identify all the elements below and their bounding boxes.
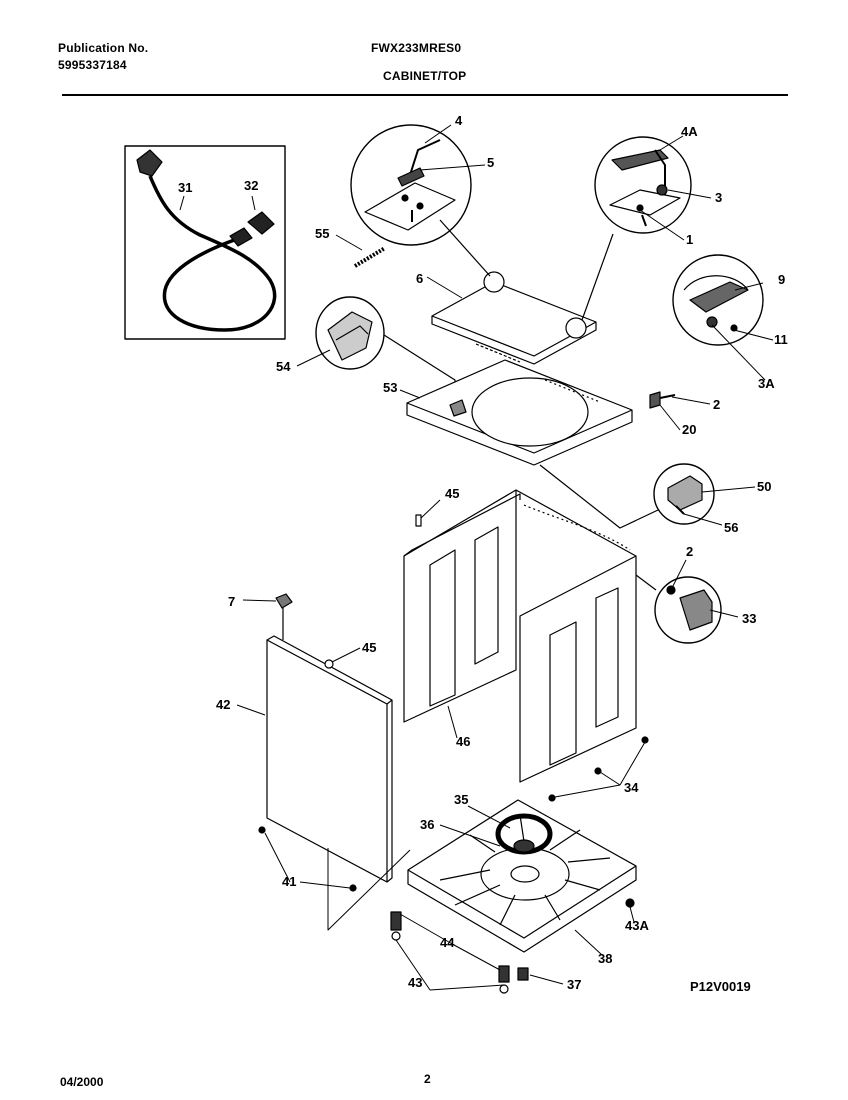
callout-2-side: 2 (686, 544, 693, 559)
top-screw-clip (649, 391, 676, 409)
callout-4: 4 (455, 113, 463, 128)
callout-leaders (179, 124, 774, 991)
front-panel (266, 635, 393, 883)
callout-3: 3 (715, 190, 722, 205)
callout-5: 5 (487, 155, 494, 170)
callout-34: 34 (624, 780, 639, 795)
footer-date: 04/2000 (60, 1075, 104, 1089)
callout-35: 35 (454, 792, 468, 807)
model-number: FWX233MRES0 (371, 41, 462, 55)
detail-circle-bracket (635, 574, 722, 644)
detail-circle-hinge (350, 124, 472, 246)
callout-44: 44 (440, 935, 455, 950)
callout-6: 6 (416, 271, 423, 286)
right-side-panel (519, 555, 637, 783)
callout-20: 20 (682, 422, 696, 437)
cabinet-base (407, 799, 637, 953)
rear-screw (415, 514, 422, 527)
callout-1: 1 (686, 232, 693, 247)
leader-top-switch (539, 464, 659, 529)
tub-seal-ring (495, 813, 553, 855)
callout-38: 38 (598, 951, 612, 966)
callout-labels: 4 5 4A 3 1 31 32 55 6 9 11 3A 54 53 2 20… (178, 113, 788, 994)
footer-page-number: 2 (424, 1072, 431, 1086)
callout-37: 37 (567, 977, 581, 992)
callout-41: 41 (282, 874, 296, 889)
callout-50: 50 (757, 479, 771, 494)
cabinet-screws (548, 736, 649, 802)
lid-spring (353, 246, 387, 268)
callout-2-top: 2 (713, 397, 720, 412)
publication-label: Publication No. (58, 41, 149, 55)
publication-number: 5995337184 (58, 58, 127, 72)
callout-42: 42 (216, 697, 230, 712)
callout-56: 56 (724, 520, 738, 535)
callout-46: 46 (456, 734, 470, 749)
rear-cabinet-panel (403, 489, 637, 723)
callout-4a: 4A (681, 124, 698, 139)
leveling-feet (258, 826, 635, 994)
callout-33: 33 (742, 611, 756, 626)
callout-54: 54 (276, 359, 291, 374)
callout-3a: 3A (758, 376, 775, 391)
callout-43: 43 (408, 975, 422, 990)
callout-31: 31 (178, 180, 192, 195)
callout-7: 7 (228, 594, 235, 609)
detail-circle-lid-switch (594, 136, 692, 234)
callout-11: 11 (774, 332, 788, 347)
callout-9: 9 (778, 272, 785, 287)
callout-45-front: 45 (362, 640, 376, 655)
washer-lid (431, 219, 614, 365)
callout-55: 55 (315, 226, 329, 241)
section-title: CABINET/TOP (383, 69, 467, 83)
callout-53: 53 (383, 380, 397, 395)
header-rule (62, 94, 788, 96)
callout-32: 32 (244, 178, 258, 193)
detail-circle-dispenser (315, 296, 385, 370)
figure-id: P12V0019 (690, 979, 751, 994)
panel-clip (275, 593, 293, 640)
detail-circle-switch (653, 463, 715, 525)
callout-43a: 43A (625, 918, 649, 933)
detail-circle-lid-strike (672, 254, 764, 346)
callout-45-rear: 45 (445, 486, 459, 501)
power-cord-box (124, 145, 286, 340)
callout-36: 36 (420, 817, 434, 832)
cabinet-top (406, 359, 633, 466)
